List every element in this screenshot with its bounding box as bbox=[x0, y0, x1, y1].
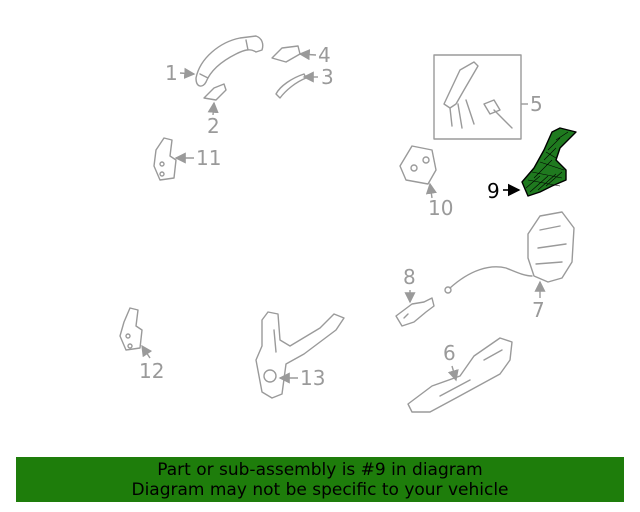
callout-8: 8 bbox=[403, 265, 416, 289]
part-13-door-check[interactable] bbox=[255, 311, 345, 399]
part-4-cover[interactable] bbox=[271, 45, 301, 63]
part-9-highlighted[interactable] bbox=[521, 127, 577, 197]
callout-13: 13 bbox=[300, 366, 325, 390]
part-2-handle-cap[interactable] bbox=[203, 83, 227, 101]
callout-6: 6 bbox=[443, 341, 456, 365]
callout-4: 4 bbox=[318, 43, 331, 67]
callout-2: 2 bbox=[207, 114, 220, 138]
callout-10: 10 bbox=[428, 196, 453, 220]
part-3-gasket[interactable] bbox=[275, 73, 307, 99]
callout-1: 1 bbox=[165, 61, 178, 85]
callout-7: 7 bbox=[532, 298, 545, 322]
part-1-outside-handle[interactable] bbox=[195, 35, 264, 87]
part-6-inside-handle[interactable] bbox=[407, 337, 513, 413]
banner-line-2: Diagram may not be specific to your vehi… bbox=[131, 479, 509, 500]
part-5-lock-cylinder-set[interactable] bbox=[433, 54, 522, 140]
callout-9: 9 bbox=[487, 179, 500, 203]
part-11-hinge[interactable] bbox=[153, 137, 177, 181]
parts-diagram: 1 2 3 4 5 9 10 bbox=[119, 35, 577, 413]
part-7-latch-actuator[interactable] bbox=[444, 211, 575, 294]
callout-5: 5 bbox=[530, 92, 543, 116]
callout-12: 12 bbox=[139, 359, 164, 383]
info-banner: Part or sub-assembly is #9 in diagram Di… bbox=[16, 457, 624, 502]
part-8-connector[interactable] bbox=[395, 297, 435, 327]
part-12-hinge[interactable] bbox=[119, 307, 143, 351]
part-10-striker[interactable] bbox=[399, 145, 437, 185]
callout-11: 11 bbox=[196, 146, 221, 170]
callout-3: 3 bbox=[321, 65, 334, 89]
banner-line-1: Part or sub-assembly is #9 in diagram bbox=[157, 459, 483, 480]
